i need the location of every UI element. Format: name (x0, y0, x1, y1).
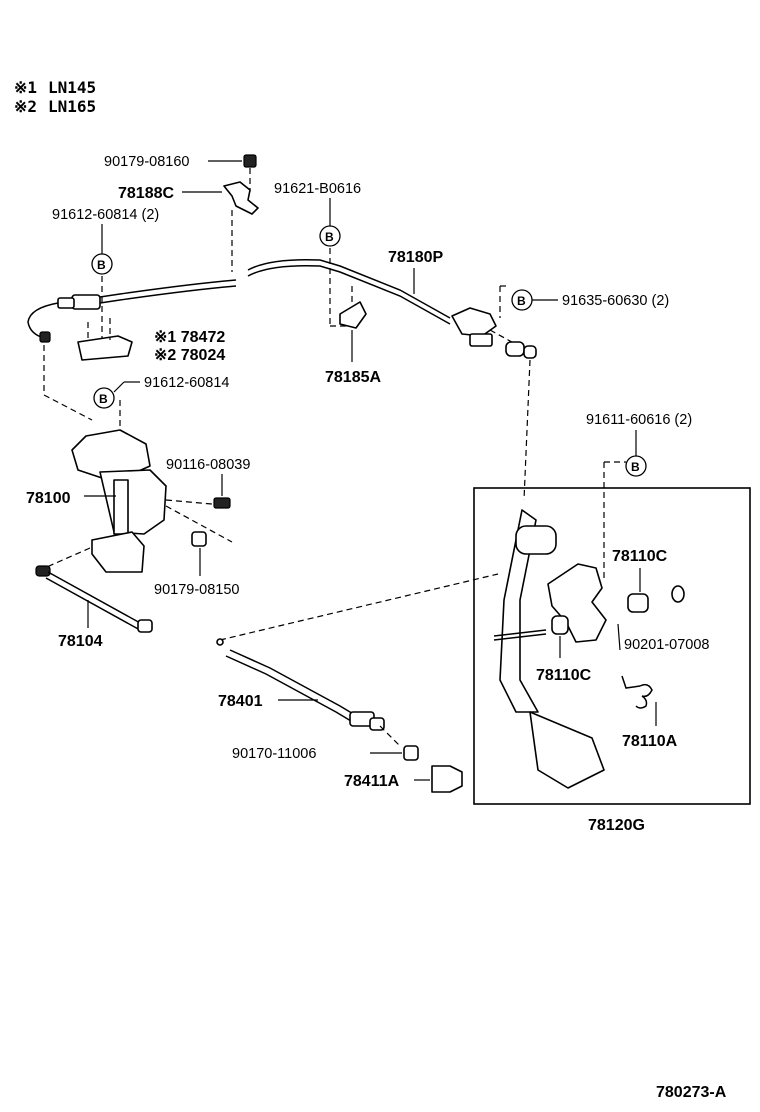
part-78185A[interactable]: 78185A (325, 286, 381, 386)
label-91621-B0616: 91621-B0616 (274, 181, 361, 197)
ref-b-circle (91, 253, 113, 275)
ref-b-letter: B (325, 230, 334, 244)
spring-icon (621, 675, 653, 709)
bushing-icon (551, 615, 569, 635)
part-78120G[interactable]: 78120G (588, 817, 645, 834)
nut-icon (243, 154, 257, 168)
nut-icon (403, 745, 419, 761)
label-91612-60814-2: 91612-60814 (2) (52, 207, 159, 223)
part-78110A[interactable]: 78110A (621, 675, 678, 750)
ref-b-circle (625, 455, 647, 477)
ref-b-letter: B (99, 392, 108, 406)
cable-left-end (27, 279, 237, 421)
part-90179-08150[interactable]: 90179-08150 (154, 505, 239, 598)
pedal-pad (529, 711, 605, 789)
label-78100: 78100 (26, 490, 71, 507)
label-78180P: 78180P (388, 249, 443, 266)
part-90179-08160[interactable]: 90179-08160 (104, 154, 257, 192)
ref-b-letter: B (517, 294, 526, 308)
ref-b-letter: B (97, 258, 106, 272)
label-78120G: 78120G (588, 817, 645, 834)
figure-code: 780273-A (656, 1084, 727, 1101)
label-78411A: 78411A (344, 773, 400, 790)
part-78110C-bottom[interactable]: 78110C (536, 615, 592, 684)
part-78110C-top[interactable]: 78110C (612, 548, 685, 613)
part-91611-60616-2[interactable]: 91611-60616 (2) B (586, 412, 692, 578)
label-78188C: 78188C (118, 185, 174, 202)
part-78104[interactable]: 78104 (35, 565, 153, 650)
pedal-assembly-box[interactable] (473, 359, 751, 805)
label-78110C-bottom: 78110C (536, 667, 592, 684)
part-91612-60814[interactable]: B 91612-60814 (93, 375, 229, 440)
label-78185A: 78185A (325, 369, 381, 386)
cushion-icon (431, 765, 463, 793)
ref-b-letter: B (631, 460, 640, 474)
label-78024: ※2 78024 (154, 347, 225, 364)
part-78411A[interactable]: 78411A (344, 765, 463, 793)
note-1-text: LN145 (48, 78, 96, 97)
part-78180P[interactable]: 78180P (247, 249, 537, 359)
part-78100[interactable]: 78100 (26, 429, 167, 573)
bolt-icon (213, 497, 231, 509)
part-91635-60630-2[interactable]: B 91635-60630 (2) (499, 285, 669, 318)
label-78110A: 78110A (622, 733, 678, 750)
part-91612-60814-2[interactable]: 91612-60814 (2) B (52, 207, 159, 340)
label-78104: 78104 (58, 633, 103, 650)
pedal-bushing (515, 525, 557, 555)
ref-b-circle (319, 225, 341, 247)
bracket-icon (77, 335, 133, 361)
label-78110C-top: 78110C (612, 548, 668, 565)
label-78472: ※1 78472 (154, 329, 225, 346)
part-90201-07008[interactable]: 90201-07008 (617, 623, 709, 653)
note-1-mark: ※1 (14, 78, 37, 97)
label-90116-08039: 90116-08039 (166, 457, 250, 473)
part-78472-78024-bracket[interactable]: ※1 78472 ※2 78024 (77, 318, 225, 364)
label-78401: 78401 (218, 693, 263, 710)
note-2-text: LN165 (48, 97, 96, 116)
throttle-link-icon (71, 429, 151, 479)
model-notes: ※1 LN145 ※2 LN165 (14, 78, 96, 116)
part-78401[interactable]: 78401 (216, 573, 499, 747)
note-2-mark: ※2 (14, 97, 37, 116)
bracket-icon (339, 301, 367, 329)
part-90116-08039[interactable]: 90116-08039 (165, 457, 250, 509)
part-90170-11006[interactable]: 90170-11006 (232, 745, 419, 762)
ref-b-circle (93, 387, 115, 409)
label-91611-60616-2: 91611-60616 (2) (586, 412, 692, 428)
label-90179-08160: 90179-08160 (104, 154, 189, 170)
cable-bracket-icon (451, 307, 497, 337)
label-90201-07008: 90201-07008 (624, 637, 709, 653)
part-78188C[interactable]: 78188C (118, 181, 259, 272)
label-91612-60814: 91612-60814 (144, 375, 229, 391)
label-90170-11006: 90170-11006 (232, 746, 316, 762)
nut-icon (191, 531, 207, 547)
label-90179-08150: 90179-08150 (154, 582, 239, 598)
bushing-icon (627, 593, 649, 613)
part-91621-B0616[interactable]: 91621-B0616 B (274, 181, 361, 327)
clamp-icon (223, 181, 259, 215)
label-91635-60630-2: 91635-60630 (2) (562, 293, 669, 309)
